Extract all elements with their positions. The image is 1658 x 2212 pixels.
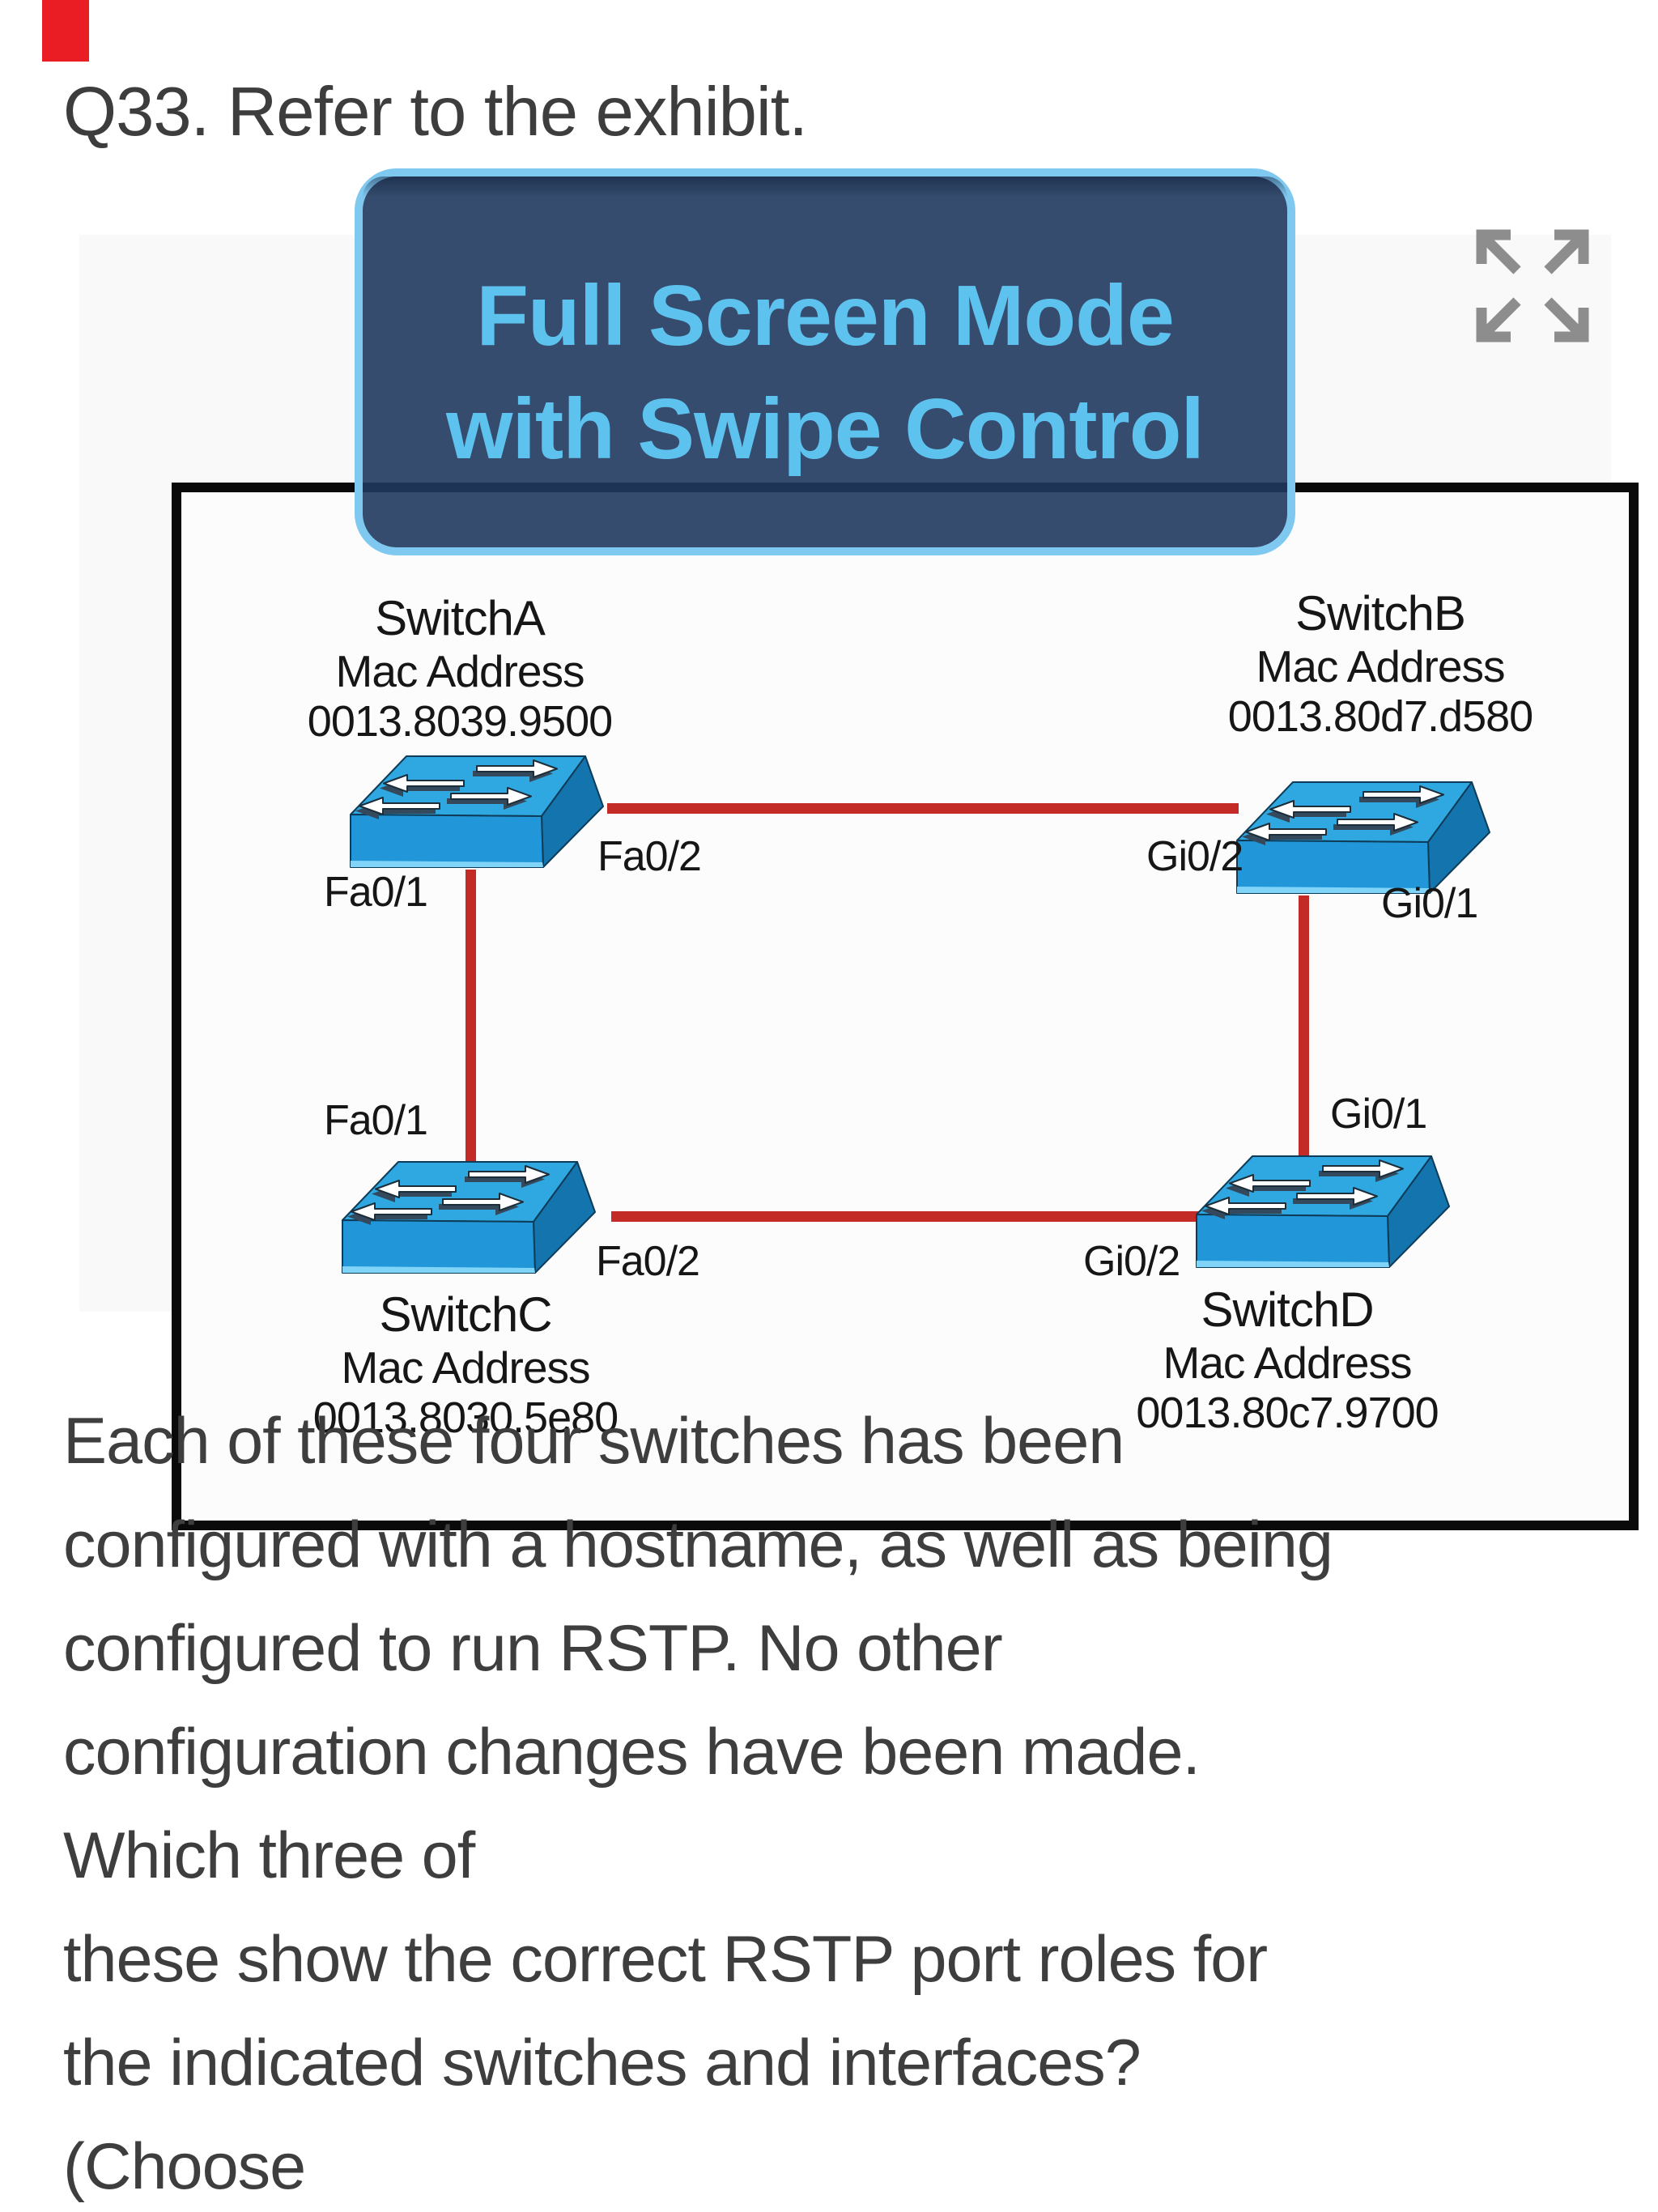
port-label-switcha-fa02: Fa0/2: [597, 833, 702, 880]
link-switcha-switchc: [466, 870, 476, 1163]
link-switchb-switchd: [1299, 895, 1309, 1159]
fullscreen-hint-overlay[interactable]: Full Screen Mode with Swipe Control: [355, 168, 1295, 555]
switch-a-mac-label: Mac Address: [335, 646, 585, 696]
switch-a-label: SwitchA Mac Address 0013.8039.9500: [282, 591, 638, 746]
port-label-switchc-fa01: Fa0/1: [324, 1097, 428, 1144]
switch-c-mac: 0013.8030.5e80: [312, 1393, 619, 1442]
port-label-switchd-gi02: Gi0/2: [1083, 1238, 1180, 1285]
port-label-switchb-gi02: Gi0/2: [1146, 833, 1244, 880]
overlay-line1: Full Screen Mode: [476, 268, 1175, 364]
switch-a-name: SwitchA: [375, 591, 546, 645]
switch-d-label: SwitchD Mac Address 0013.80c7.9700: [1109, 1283, 1465, 1437]
port-label-switchc-fa02: Fa0/2: [596, 1238, 700, 1285]
port-label-switcha-fa01: Fa0/1: [324, 869, 428, 916]
switch-d-mac: 0013.80c7.9700: [1136, 1389, 1439, 1437]
switch-c-icon: [342, 1161, 596, 1274]
switch-b-label: SwitchB Mac Address 0013.80d7.d580: [1202, 586, 1558, 741]
question-body: Each of these four switches has been con…: [63, 1405, 1333, 2203]
switch-c-label: SwitchC Mac Address 0013.8030.5e80: [287, 1287, 644, 1442]
port-label-switchd-gi01: Gi0/1: [1330, 1091, 1427, 1138]
port-label-switchb-gi01: Gi0/1: [1381, 880, 1478, 927]
switch-b-mac-label: Mac Address: [1256, 641, 1506, 691]
switch-b-mac: 0013.80d7.d580: [1227, 692, 1533, 741]
switch-b-name: SwitchB: [1295, 586, 1466, 640]
fullscreen-icon[interactable]: [1469, 222, 1596, 350]
switch-a-icon: [350, 755, 604, 868]
switch-c-name: SwitchC: [379, 1287, 552, 1342]
switch-d-icon: [1196, 1155, 1450, 1268]
red-marker: [42, 0, 89, 62]
question-title: Q33. Refer to the exhibit.: [63, 74, 808, 151]
switch-a-mac: 0013.8039.9500: [307, 697, 613, 746]
switch-d-mac-label: Mac Address: [1163, 1338, 1413, 1388]
switch-c-mac-label: Mac Address: [341, 1342, 591, 1393]
overlay-line2: with Swipe Control: [446, 381, 1205, 477]
topology-frame: [172, 483, 1639, 1530]
link-switcha-switchb: [607, 803, 1239, 814]
link-switchc-switchd: [611, 1211, 1201, 1222]
switch-d-name: SwitchD: [1201, 1283, 1374, 1337]
